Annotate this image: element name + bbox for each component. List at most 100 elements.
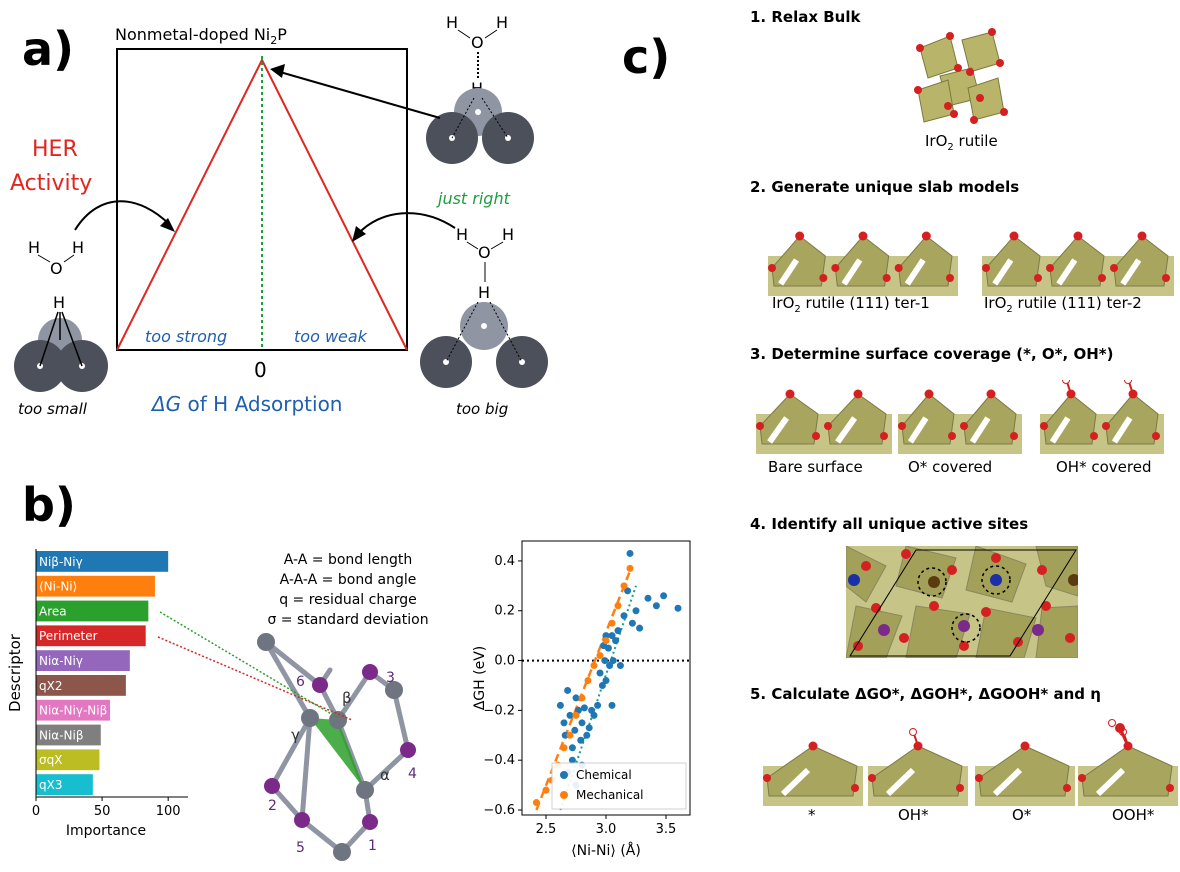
channel-0 xyxy=(907,416,929,444)
octahedron-0 xyxy=(901,393,955,445)
oxygen-low-0 xyxy=(1090,432,1098,440)
bar-label-1: ⟨Ni-Ni⟩ xyxy=(39,580,77,594)
scatter-legend-box xyxy=(551,762,687,810)
slab-model-ter2 xyxy=(982,231,1174,296)
chemical-point-6 xyxy=(571,726,579,734)
oxygen-low-0 xyxy=(851,784,859,792)
bar-8 xyxy=(36,749,100,771)
bar-6 xyxy=(36,699,111,721)
right-arrow xyxy=(357,212,456,235)
site-label-2: 2 xyxy=(268,798,277,814)
chemical-point-19 xyxy=(601,657,609,665)
chemical-point-11 xyxy=(580,704,588,712)
too-small-molecule: H O H H xyxy=(14,238,108,392)
oxygen-top-1 xyxy=(986,389,996,399)
svg-text:H: H xyxy=(478,283,490,302)
chemical-point-13 xyxy=(585,724,593,732)
bar-label-3: Perimeter xyxy=(39,629,98,643)
oxygen-left-2 xyxy=(1110,264,1118,272)
chemical-point-3 xyxy=(564,686,572,694)
bar-9 xyxy=(36,774,93,795)
step-2-heading: 2. Generate unique slab models xyxy=(750,178,1020,196)
y-axis-label-line1: HER xyxy=(32,137,78,162)
oxygen-top-2 xyxy=(921,231,931,241)
oxygen-low-0 xyxy=(956,784,964,792)
oxygen-left-1 xyxy=(824,422,832,430)
chemical-point-31 xyxy=(628,619,636,627)
oxygen-low-0 xyxy=(819,274,828,282)
site-label-6: 6 xyxy=(296,674,305,690)
svg-text:H: H xyxy=(496,13,508,32)
coverage-caption-bare: Bare surface xyxy=(768,458,863,476)
chemical-point-44 xyxy=(608,701,616,709)
coverage-bare xyxy=(756,389,892,454)
chemical-point-5 xyxy=(568,744,576,752)
oxygen-left-0 xyxy=(868,774,876,782)
chemical-point-4 xyxy=(566,711,574,719)
coverage-caption-o: O* covered xyxy=(908,458,993,476)
bar-5 xyxy=(36,675,126,696)
scatter-y-label: ΔGH (eV) xyxy=(472,646,488,711)
slab-caption-ter1: IrO2 rutile (111) ter-1 xyxy=(772,294,930,315)
chemical-point-7 xyxy=(572,694,580,702)
oxygen-low-0 xyxy=(1063,784,1071,792)
step-4-heading: 4. Identify all unique active sites xyxy=(750,515,1029,533)
site-label-1: 1 xyxy=(368,838,377,854)
oxygen-left-1 xyxy=(831,264,840,272)
bar-xtick-label-1: 50 xyxy=(94,804,111,819)
octahedron-2 xyxy=(898,235,953,287)
oxygen-left-1 xyxy=(960,422,968,430)
chemical-point-1 xyxy=(560,719,568,727)
bar-3 xyxy=(36,625,146,647)
oxygen-low-2 xyxy=(1162,274,1170,282)
chemical-point-30 xyxy=(626,549,634,557)
bar-label-5: qX2 xyxy=(39,679,62,693)
oxygen-low-1 xyxy=(1152,432,1160,440)
svg-text:H: H xyxy=(446,13,458,32)
scatter-xtick-label-0: 2.5 xyxy=(536,822,557,837)
ni-cluster-structure: 6 3 2 4 5 1 β γ α xyxy=(257,633,417,861)
legend-label-0: Chemical xyxy=(576,768,632,782)
oxygen-left-0 xyxy=(898,422,906,430)
mechanical-point-4 xyxy=(560,744,568,752)
chemical-point-2 xyxy=(561,731,569,739)
mechanical-point-5 xyxy=(566,731,574,739)
channel-1 xyxy=(1111,416,1133,444)
site-label-gamma: γ xyxy=(291,726,300,744)
volcano-curve xyxy=(116,57,408,351)
coverage-o xyxy=(898,389,1022,454)
octahedron-1 xyxy=(834,235,890,287)
left-arrow xyxy=(74,200,171,231)
just-right-molecule: H O H H xyxy=(426,13,534,164)
mechanical-point-14 xyxy=(620,582,628,590)
octahedron-1 xyxy=(827,393,887,445)
site-label-4: 4 xyxy=(408,766,417,782)
channel-0 xyxy=(992,767,1023,797)
mechanical-point-12 xyxy=(608,619,616,627)
definition-bond-angle: A-A-A = bond angle xyxy=(279,572,417,588)
channel-0 xyxy=(885,767,916,797)
oxygen-top-0 xyxy=(1009,231,1019,241)
ooh-oxygen xyxy=(1115,723,1125,733)
bar-label-4: Niα-Niγ xyxy=(39,654,83,668)
site-label-alpha: α xyxy=(380,766,390,784)
mechanical-point-8 xyxy=(584,676,592,684)
oxygen-low-0 xyxy=(812,432,820,440)
channel-1 xyxy=(835,416,858,444)
adsorbate-o xyxy=(975,741,1075,806)
oxygen-low-2 xyxy=(946,274,954,282)
step-1-heading: 1. Relax Bulk xyxy=(750,8,861,26)
site-label-3: 3 xyxy=(386,670,395,686)
bar-xtick-label-0: 0 xyxy=(32,804,40,819)
chemical-point-34 xyxy=(644,594,652,602)
bar-label-9: qX3 xyxy=(39,778,62,792)
definition-residual-charge: q = residual charge xyxy=(279,592,417,608)
channel-0 xyxy=(767,416,790,444)
bar-2 xyxy=(36,600,149,622)
oxygen-top-0 xyxy=(924,389,934,399)
oxygen-top-1 xyxy=(853,389,863,399)
oxygen-low-0 xyxy=(948,432,956,440)
adsorbate-bare xyxy=(763,741,863,806)
bar-xtick-label-2: 100 xyxy=(156,804,181,819)
